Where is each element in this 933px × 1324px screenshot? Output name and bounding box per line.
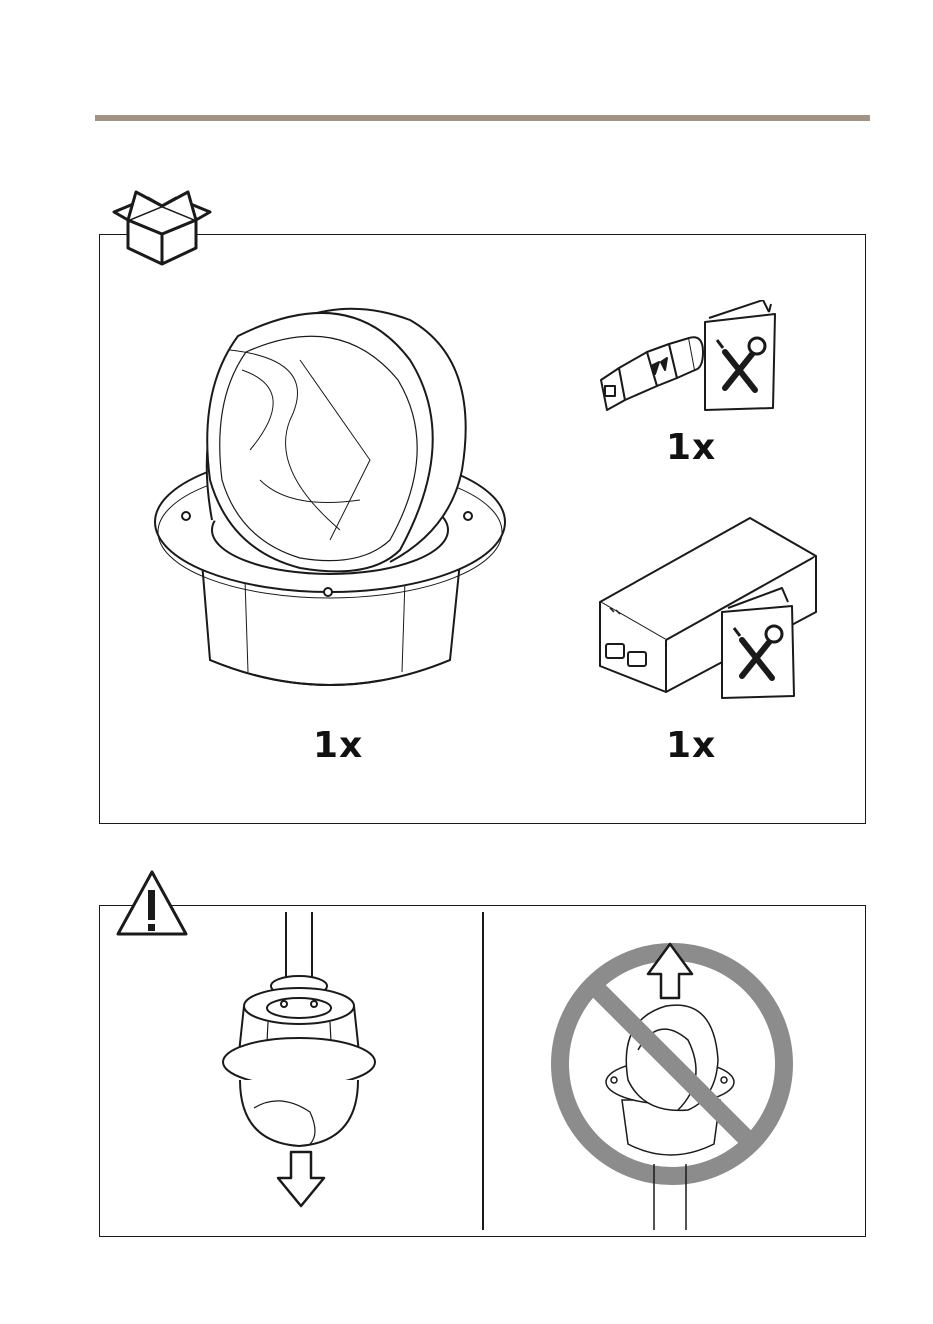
dome-camera-illustration [150, 300, 510, 700]
prohibited-lift-illustration [548, 930, 798, 1230]
connector-with-guide-illustration [585, 300, 785, 415]
quantity-camera: 1x [313, 728, 363, 764]
warning-triangle-icon [114, 868, 190, 940]
arrow-down-icon [276, 1150, 326, 1210]
quantity-connector: 1x [666, 430, 716, 466]
top-rule [95, 115, 870, 121]
panel-divider [482, 912, 484, 1230]
open-box-icon [110, 184, 214, 268]
quantity-midspan: 1x [666, 728, 716, 764]
midspan-with-guide-illustration [596, 516, 821, 701]
